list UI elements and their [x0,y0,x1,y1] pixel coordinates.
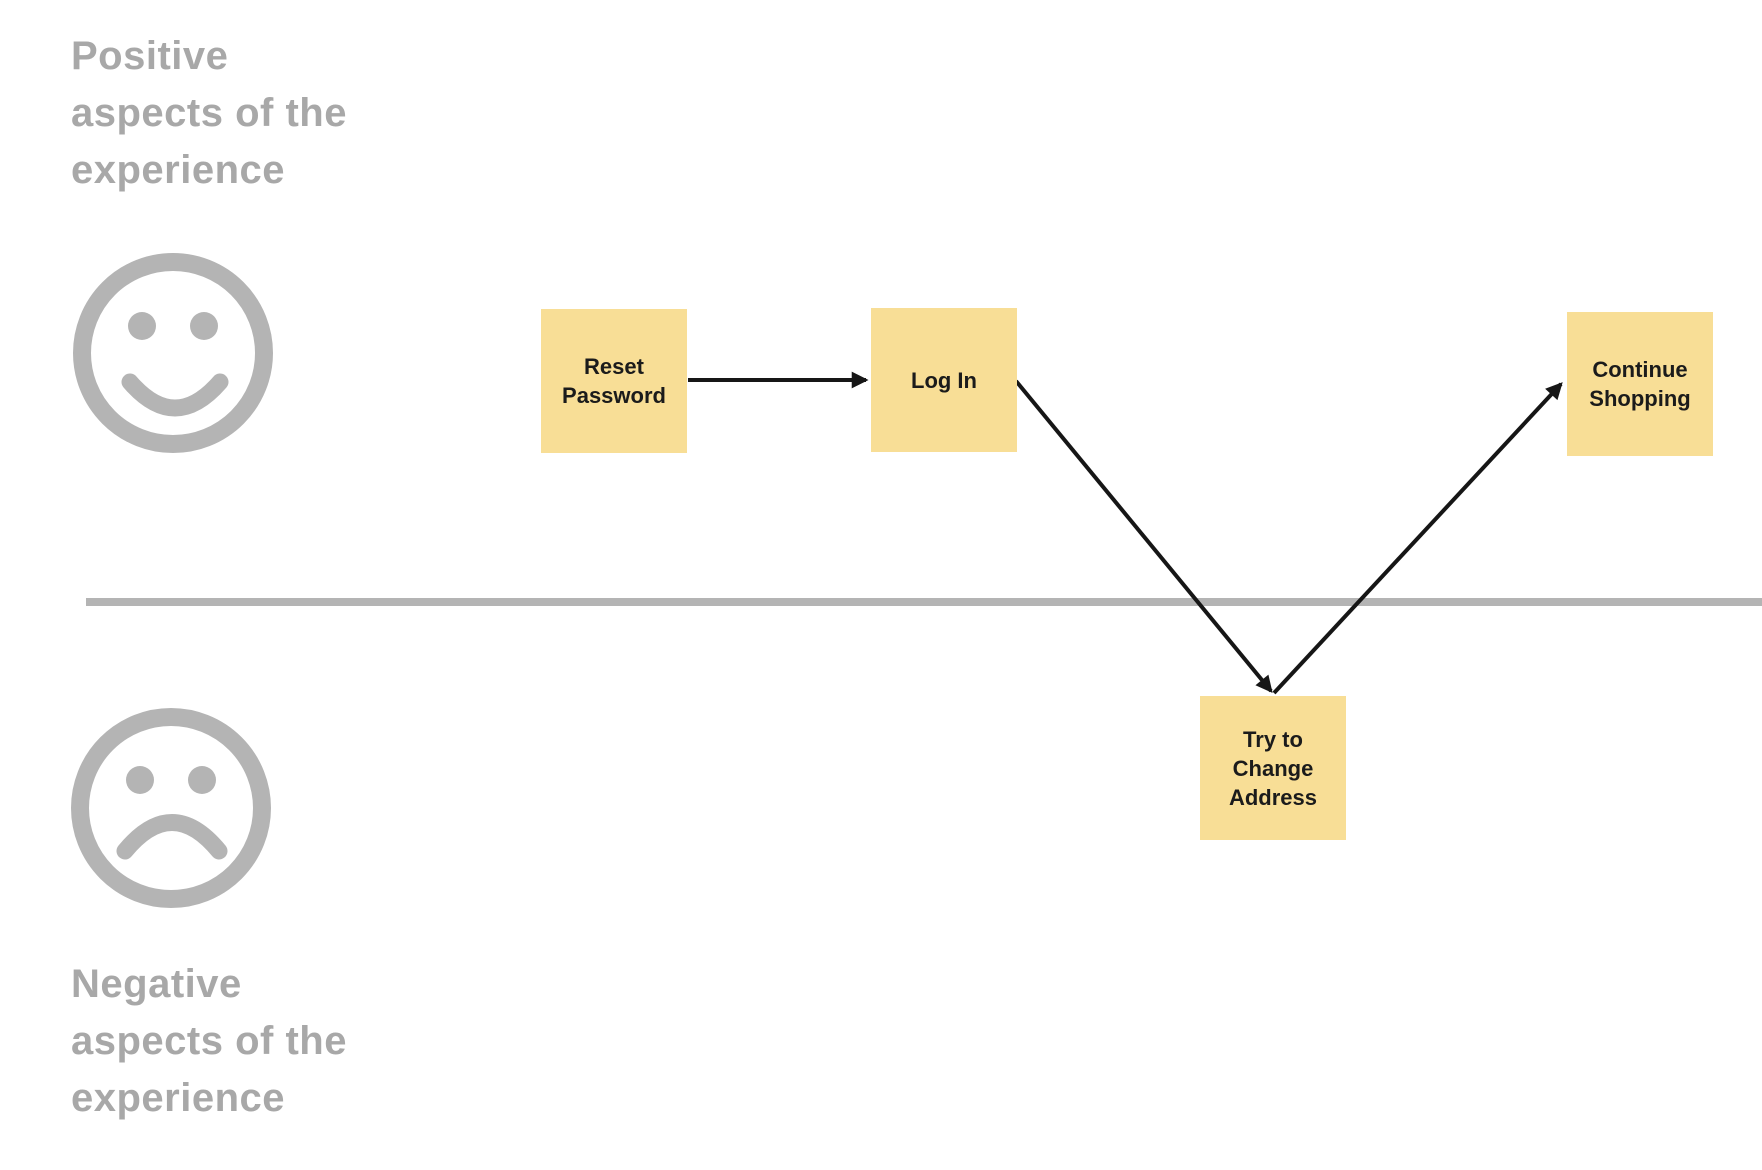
sticky-note-label: Continue Shopping [1589,357,1691,411]
negative-section-label: Negative aspects of the experience [71,962,347,1120]
sticky-note-label: Try to Change Address [1228,726,1318,810]
smiley-face-icon [73,253,273,453]
sticky-note-try-to-change-address[interactable]: Try to Change Address [1200,696,1346,840]
sticky-note-label: Log In [911,367,977,393]
sticky-note-log-in[interactable]: Log In [871,308,1017,452]
connector-change-address-to-continue[interactable] [1272,382,1563,695]
sticky-note-continue-shopping[interactable]: Continue Shopping [1567,312,1713,456]
connector-login-to-change-address[interactable] [1014,379,1273,693]
frowny-face-icon [71,708,271,908]
positive-section-label: Positive aspects of the experience [71,34,347,192]
sticky-note-label: Reset Password [562,354,666,408]
midline-divider [86,598,1762,606]
sticky-note-reset-password[interactable]: Reset Password [541,309,687,453]
